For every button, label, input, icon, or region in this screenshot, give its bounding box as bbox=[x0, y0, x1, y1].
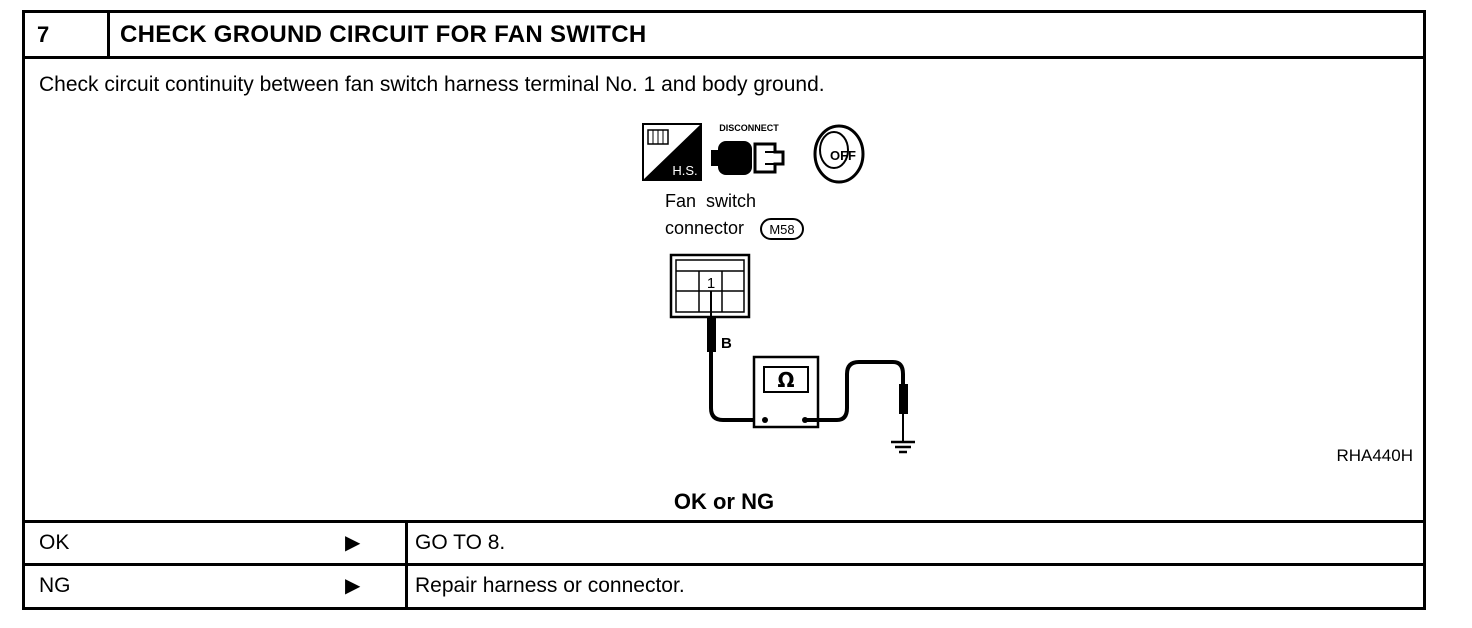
step-header: 7 CHECK GROUND CIRCUIT FOR FAN SWITCH bbox=[25, 13, 1423, 59]
outcome-condition: OK bbox=[39, 531, 70, 554]
step-number: 7 bbox=[25, 13, 110, 56]
ignition-off-icon: OFF bbox=[813, 124, 865, 184]
instruction-text: Check circuit continuity between fan swi… bbox=[39, 73, 825, 96]
outcome-row-ng: NG ▶ Repair harness or connector. bbox=[25, 563, 1423, 607]
outcome-action: GO TO 8. bbox=[415, 531, 506, 554]
wire-color-label: B bbox=[721, 335, 732, 352]
arrow-right-icon: ▶ bbox=[345, 575, 361, 597]
disconnect-label: DISCONNECT bbox=[719, 123, 779, 133]
connector-label-line1: Fan switch bbox=[665, 191, 756, 211]
continuity-check-diagram: H.S. DISCONNECT OFF Fan switch connector… bbox=[642, 123, 915, 454]
outcome-condition: NG bbox=[39, 574, 71, 597]
body-ground-icon bbox=[891, 440, 915, 454]
step-title: CHECK GROUND CIRCUIT FOR FAN SWITCH bbox=[120, 21, 647, 48]
outcome-row-ok: OK ▶ GO TO 8. bbox=[25, 520, 1423, 563]
ohm-symbol: Ω bbox=[777, 368, 794, 392]
column-divider bbox=[405, 523, 408, 563]
terminal-number: 1 bbox=[707, 275, 715, 292]
disconnect-icon: DISCONNECT bbox=[711, 123, 785, 175]
arrow-right-icon: ▶ bbox=[345, 532, 361, 554]
ohmmeter: Ω bbox=[752, 355, 820, 429]
harness-side-icon: H.S. bbox=[642, 123, 702, 181]
diagnostic-procedure-table: 7 CHECK GROUND CIRCUIT FOR FAN SWITCH Ch… bbox=[22, 10, 1426, 610]
outcome-action: Repair harness or connector. bbox=[415, 574, 685, 597]
figure-id: RHA440H bbox=[1336, 446, 1413, 465]
off-label: OFF bbox=[830, 148, 856, 163]
hs-label: H.S. bbox=[672, 163, 697, 178]
connector-label-line2: connector bbox=[665, 218, 744, 238]
connector-id-badge: M58 bbox=[769, 222, 794, 237]
result-prompt: OK or NG bbox=[673, 489, 775, 514]
column-divider bbox=[405, 566, 408, 607]
